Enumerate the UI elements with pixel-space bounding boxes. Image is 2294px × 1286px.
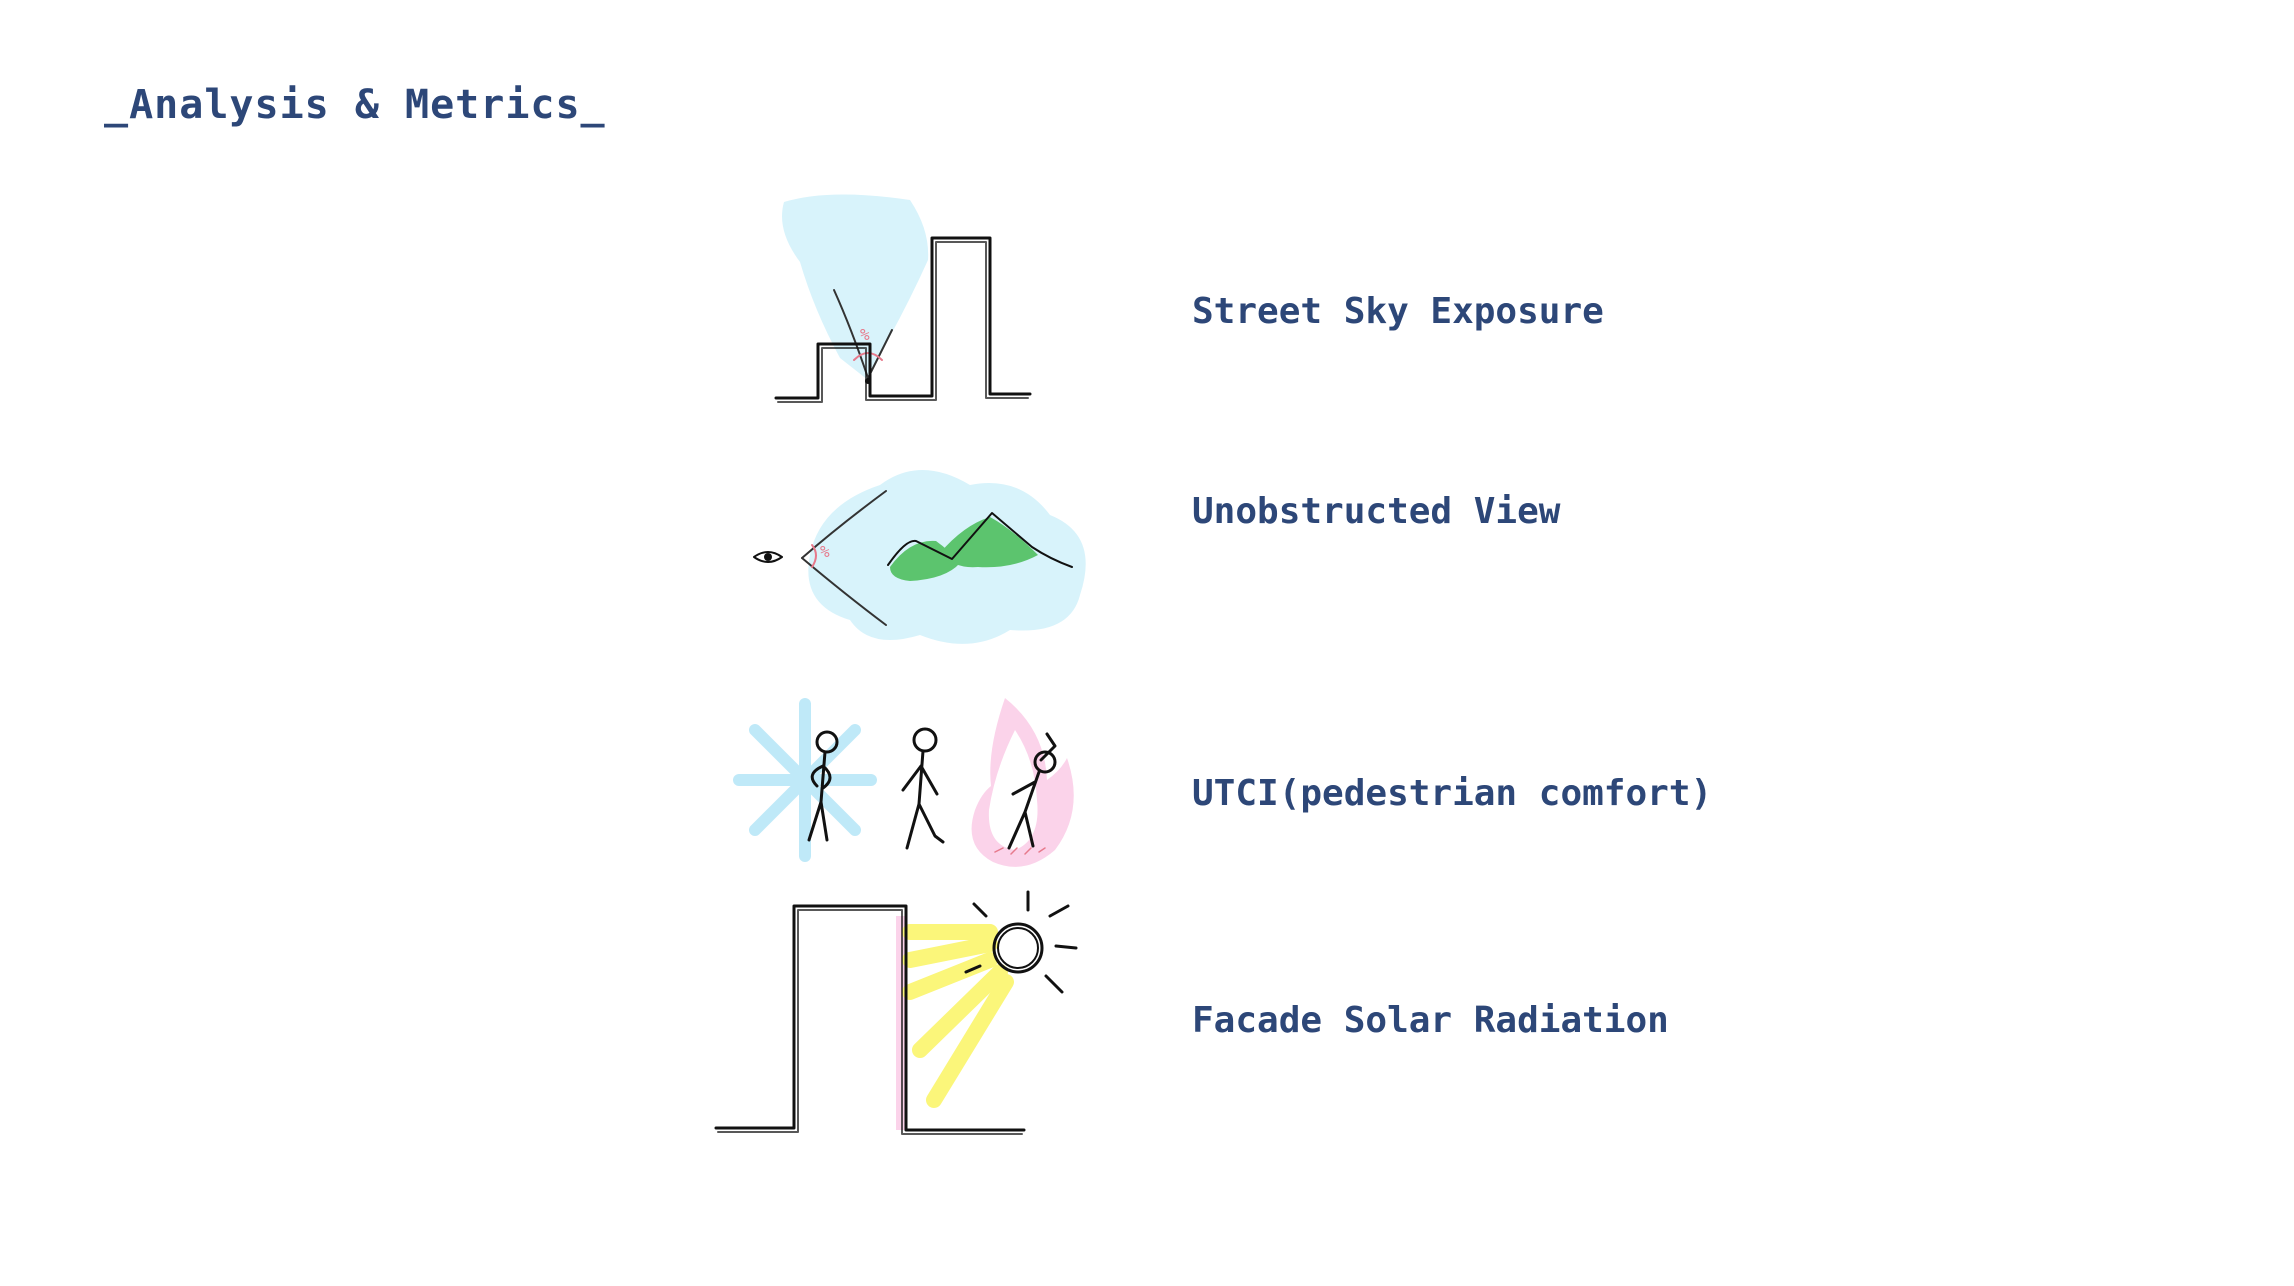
hot-person-icon [1007, 732, 1057, 850]
metric-label-utci: UTCI(pedestrian comfort) [1192, 773, 1713, 814]
sun-rays [902, 924, 1014, 1108]
eye-icon [753, 551, 783, 563]
view-cone-lower [801, 557, 887, 626]
view-angle-arc-2 [811, 544, 817, 568]
street-sky-exposure-icon: % [760, 190, 1060, 410]
facade-building [714, 904, 1026, 1132]
view-cone-upper [801, 490, 887, 559]
page-title: _Analysis & Metrics_ [104, 82, 606, 128]
sky-cone-line-left [833, 289, 869, 379]
mountain-large [940, 517, 1038, 568]
flame-icon [971, 698, 1074, 867]
sun-icon [964, 890, 1078, 994]
view-angle-arc [853, 352, 883, 361]
sweat-marks [994, 847, 1046, 855]
metric-label-unobstructed-view: Unobstructed View [1192, 491, 1561, 532]
angle-percent-mark-2: % [820, 542, 830, 561]
facade-solar-radiation-icon [710, 880, 1090, 1150]
metric-label-facade-solar-radiation: Facade Solar Radiation [1192, 1000, 1669, 1041]
ground-and-buildings [774, 236, 1032, 400]
cold-person-icon [807, 730, 839, 842]
sky-cone [782, 194, 929, 380]
pedestrian-comfort-icon [725, 690, 1095, 870]
snowflake-icon [733, 698, 877, 862]
metric-label-street-sky-exposure: Street Sky Exposure [1192, 291, 1604, 332]
angle-percent-mark: % [860, 325, 870, 344]
unobstructed-view-icon: % [750, 455, 1100, 655]
neutral-person-icon [901, 727, 945, 850]
mountain-outline [887, 512, 1073, 568]
